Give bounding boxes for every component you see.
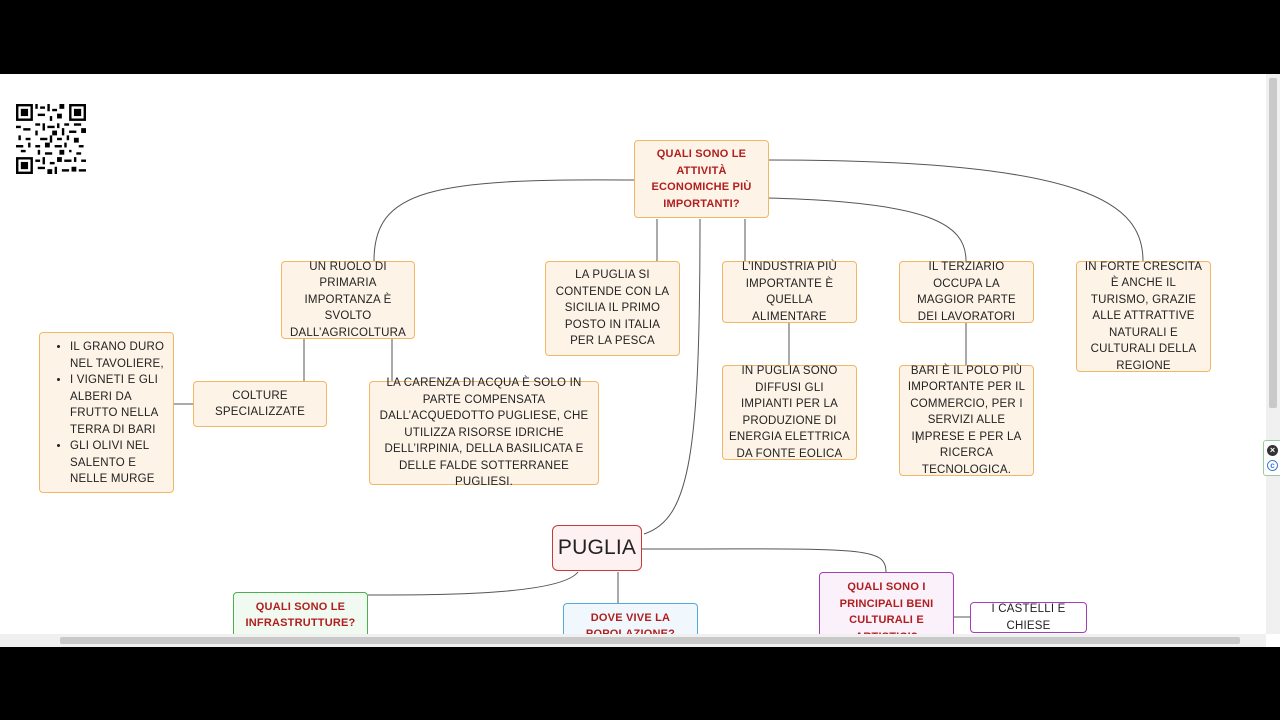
node-industria[interactable]: L’INDUSTRIA PIÙ IMPORTANTE È QUELLA ALIM… <box>722 261 857 323</box>
connector-root-beni <box>641 548 887 573</box>
mindmap-viewport: QUALI SONO LE ATTIVITÀ ECONOMICHE PIÙ IM… <box>0 74 1280 647</box>
node-question-beni-culturali[interactable]: QUALI SONO I PRINCIPALI BENI CULTURALI E… <box>819 572 954 634</box>
connector-root-economy <box>643 218 701 535</box>
node-castelli-chiese[interactable]: I CASTELLI E CHIESE <box>970 602 1087 633</box>
colture-list-item: GLI OLIVI NEL SALENTO E NELLE MURGE <box>70 438 169 488</box>
colture-list: IL GRANO DURO NEL TAVOLIERE, I VIGNETI E… <box>44 339 169 488</box>
node-root-puglia[interactable]: PUGLIA <box>552 525 642 571</box>
connector-economy-turismo <box>767 159 1144 262</box>
side-toolbar: × c <box>1263 440 1280 476</box>
connector-economy-terziario <box>767 197 967 262</box>
copy-icon[interactable]: c <box>1267 460 1278 471</box>
node-turismo[interactable]: IN FORTE CRESCITA È ANCHE IL TURISMO, GR… <box>1076 261 1211 372</box>
node-agricoltura[interactable]: UN RUOLO DI PRIMARIA IMPORTANZA È SVOLTO… <box>281 261 415 339</box>
node-terziario[interactable]: IL TERZIARIO OCCUPA LA MAGGIOR PARTE DEI… <box>899 261 1034 323</box>
node-colture[interactable]: COLTURE SPECIALIZZATE <box>193 381 327 427</box>
node-eolica[interactable]: IN PUGLIA SONO DIFFUSI GLI IMPIANTI PER … <box>722 365 857 460</box>
node-question-popolazione[interactable]: DOVE VIVE LA POPOLAZIONE? <box>563 603 698 634</box>
node-question-economy[interactable]: QUALI SONO LE ATTIVITÀ ECONOMICHE PIÙ IM… <box>634 140 769 218</box>
mindmap-canvas[interactable]: QUALI SONO LE ATTIVITÀ ECONOMICHE PIÙ IM… <box>0 74 1266 634</box>
colture-list-item: IL GRANO DURO NEL TAVOLIERE, <box>70 339 169 372</box>
connector-root-infra <box>367 571 579 596</box>
connector-lines <box>174 159 1144 618</box>
node-bari[interactable]: BARI È IL POLO PIÙ IMPORTANTE PER IL COM… <box>899 365 1034 476</box>
vertical-scroll-thumb[interactable] <box>1269 78 1277 408</box>
horizontal-scrollbar[interactable] <box>0 634 1266 647</box>
connector-economy-agricoltura <box>373 179 636 262</box>
node-acqua[interactable]: LA CARENZA DI ACQUA È SOLO IN PARTE COMP… <box>369 377 599 488</box>
node-question-infrastrutture[interactable]: QUALI SONO LE INFRASTRUTTURE? <box>233 592 368 634</box>
horizontal-scroll-thumb[interactable] <box>60 637 1240 644</box>
colture-list-item: I VIGNETI E GLI ALBERI DA FRUTTO NELLA T… <box>70 372 169 438</box>
node-pesca[interactable]: LA PUGLIA SI CONTENDE CON LA SICILIA IL … <box>545 261 680 356</box>
node-colture-list[interactable]: IL GRANO DURO NEL TAVOLIERE, I VIGNETI E… <box>39 332 174 493</box>
vertical-scrollbar[interactable] <box>1266 74 1280 634</box>
close-icon[interactable]: × <box>1267 445 1278 456</box>
qr-code-icon <box>16 104 86 174</box>
text-cursor-icon: Ι <box>915 432 919 446</box>
